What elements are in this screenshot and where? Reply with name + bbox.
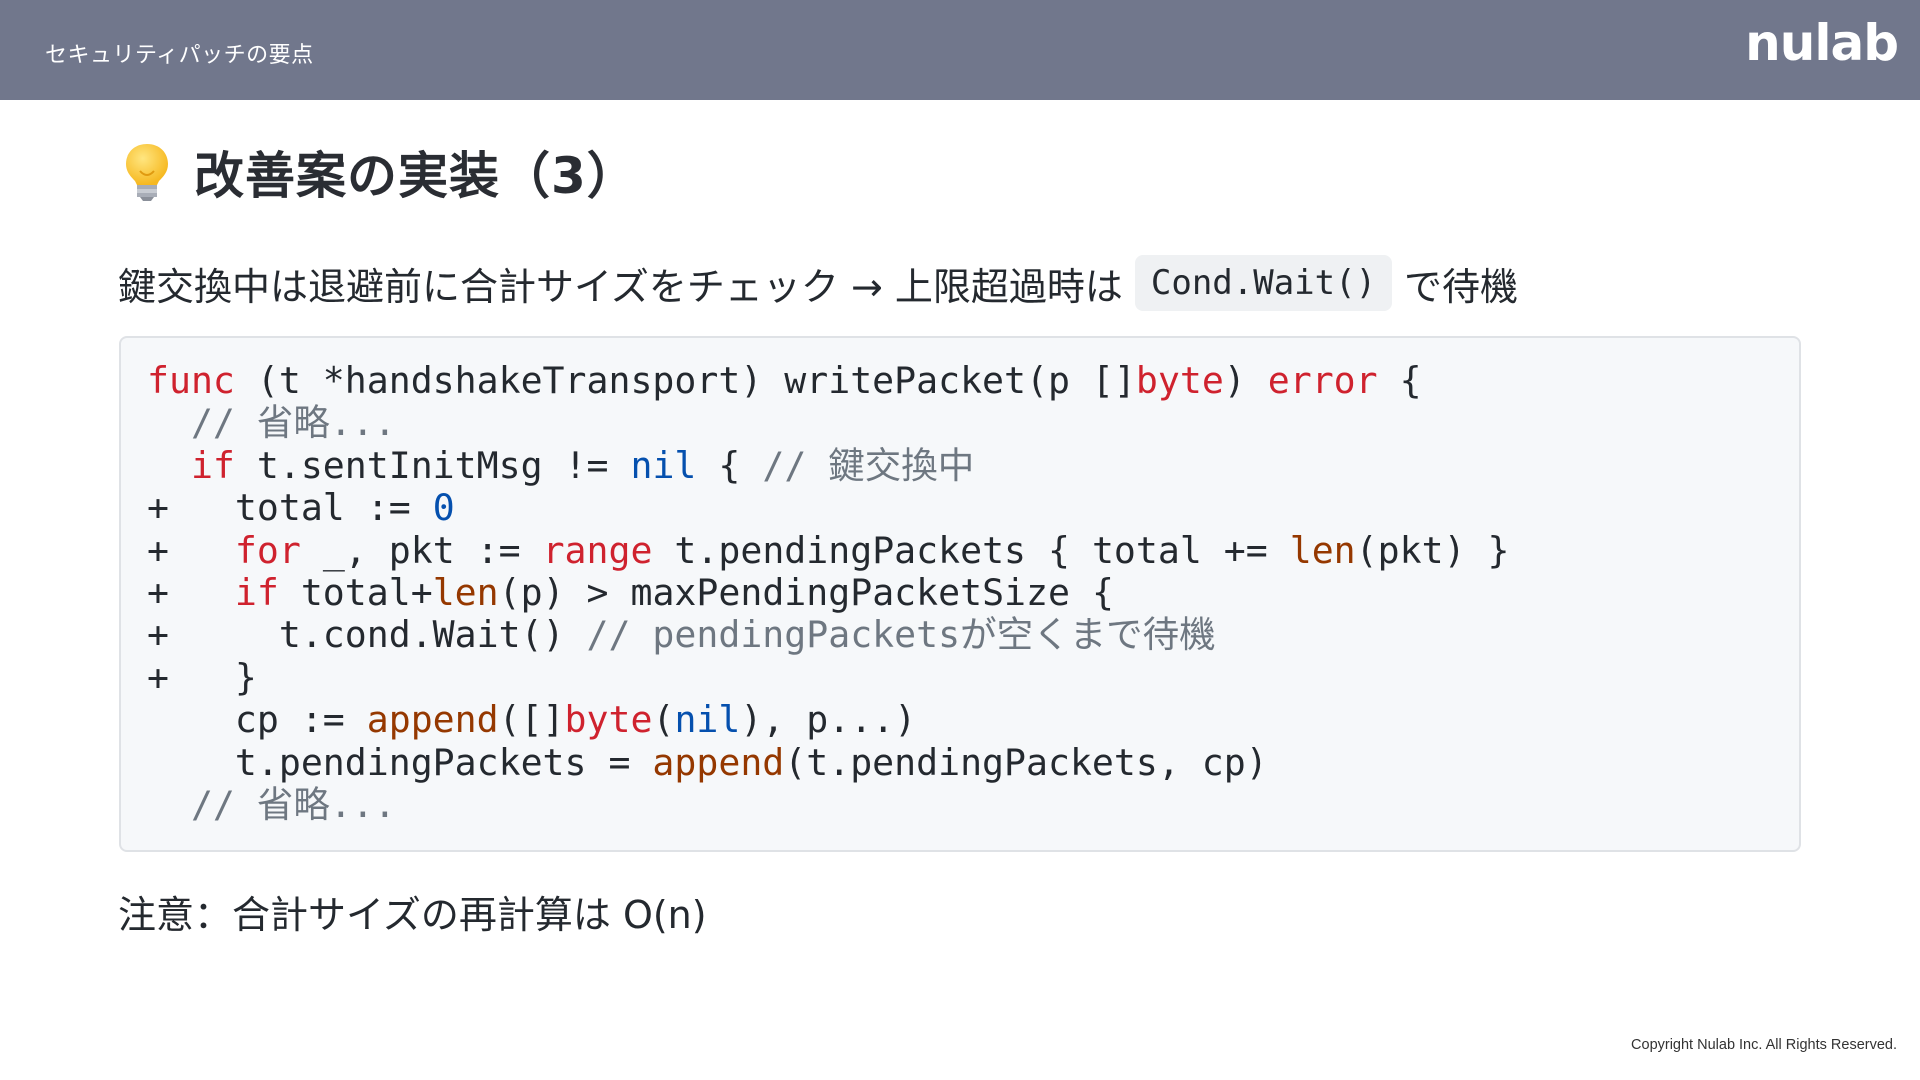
code-token: len [1289, 528, 1356, 572]
code-token: + t.cond.Wait() [147, 613, 587, 657]
code-token: ([] [498, 698, 565, 742]
code-token: ), p...) [740, 698, 917, 742]
code-token: _, pkt := [300, 528, 543, 572]
code-line: t.pendingPackets = append(t.pendingPacke… [147, 740, 1799, 784]
code-token: nil [674, 698, 741, 742]
lead-text: 鍵交換中は退避前に合計サイズをチェック → 上限超過時は Cond.Wait()… [118, 254, 1518, 312]
code-token: nil [630, 443, 697, 487]
code-token: t.pendingPackets { total += [652, 528, 1290, 572]
code-token: range [542, 528, 653, 572]
slide-header: セキュリティパッチの要点 nulab [0, 0, 1920, 100]
code-token: 0 [432, 486, 455, 530]
code-token: + total := [147, 486, 433, 530]
header-title: セキュリティパッチの要点 [45, 43, 314, 68]
code-token: t.sentInitMsg != [234, 443, 631, 487]
nulab-logo: nulab [1745, 14, 1899, 72]
code-token: for [234, 528, 301, 572]
code-token [147, 401, 191, 444]
code-token: // 省略... [190, 401, 396, 445]
code-token: (t.pendingPackets, cp) [784, 740, 1268, 784]
code-token: len [432, 570, 499, 614]
code-line: // 省略... [147, 402, 1799, 444]
code-line: + t.cond.Wait() // pendingPacketsが空くまで待機 [147, 614, 1799, 656]
code-token: t.pendingPackets = [147, 740, 653, 784]
code-token: { [696, 443, 763, 487]
code-token: { [1377, 359, 1422, 402]
inline-code: Cond.Wait() [1134, 255, 1393, 311]
code-line: + } [147, 655, 1799, 699]
code-token: append [366, 698, 499, 742]
code-line: func (t *handshakeTransport) writePacket… [147, 359, 1799, 402]
code-line: if t.sentInitMsg != nil { // 鍵交換中 [147, 443, 1799, 487]
code-token: if [234, 570, 279, 614]
code-token: // 省略... [190, 782, 396, 826]
code-token [147, 444, 191, 487]
code-line: cp := append([]byte(nil), p...) [147, 698, 1799, 742]
code-token: byte [564, 698, 653, 742]
slide-title: 改善案の実装（3） [122, 132, 638, 212]
code-token: + [147, 570, 235, 614]
code-token: // pendingPacketsが空くまで待機 [586, 613, 1216, 657]
code-token [147, 783, 191, 826]
code-token: error [1267, 359, 1378, 402]
lead-text-after: で待機 [1404, 264, 1519, 309]
code-block: func (t *handshakeTransport) writePacket… [119, 336, 1801, 852]
copyright-text: Copyright Nulab Inc. All Rights Reserved… [1631, 1037, 1897, 1053]
code-token: (t *handshakeTransport) writePacket(p [] [234, 359, 1136, 402]
lightbulb-icon [122, 141, 172, 203]
code-line: // 省略... [147, 782, 1799, 826]
code-token: cp := [147, 698, 367, 742]
code-token: // 鍵交換中 [762, 443, 975, 487]
code-line: + total := 0 [147, 486, 1799, 530]
code-token: ( [652, 698, 675, 742]
note-text: 注意：合計サイズの再計算は O(n) [118, 893, 707, 937]
code-token: + } [147, 655, 257, 699]
code-line: + for _, pkt := range t.pendingPackets {… [147, 528, 1799, 572]
code-token: if [190, 443, 235, 487]
code-token: + [147, 528, 235, 572]
code-token: total+ [278, 570, 433, 614]
code-token: ) [1223, 359, 1268, 402]
code-token: append [652, 740, 785, 784]
code-token: func [147, 359, 235, 402]
lead-text-before: 鍵交換中は退避前に合計サイズをチェック → 上限超過時は [118, 264, 1123, 309]
code-token: byte [1135, 359, 1224, 402]
code-line: + if total+len(p) > maxPendingPacketSize… [147, 570, 1799, 614]
code-token: (p) > maxPendingPacketSize { [498, 570, 1114, 614]
code-token: (pkt) } [1355, 528, 1510, 572]
slide-title-text: 改善案の実装（3） [194, 147, 638, 205]
